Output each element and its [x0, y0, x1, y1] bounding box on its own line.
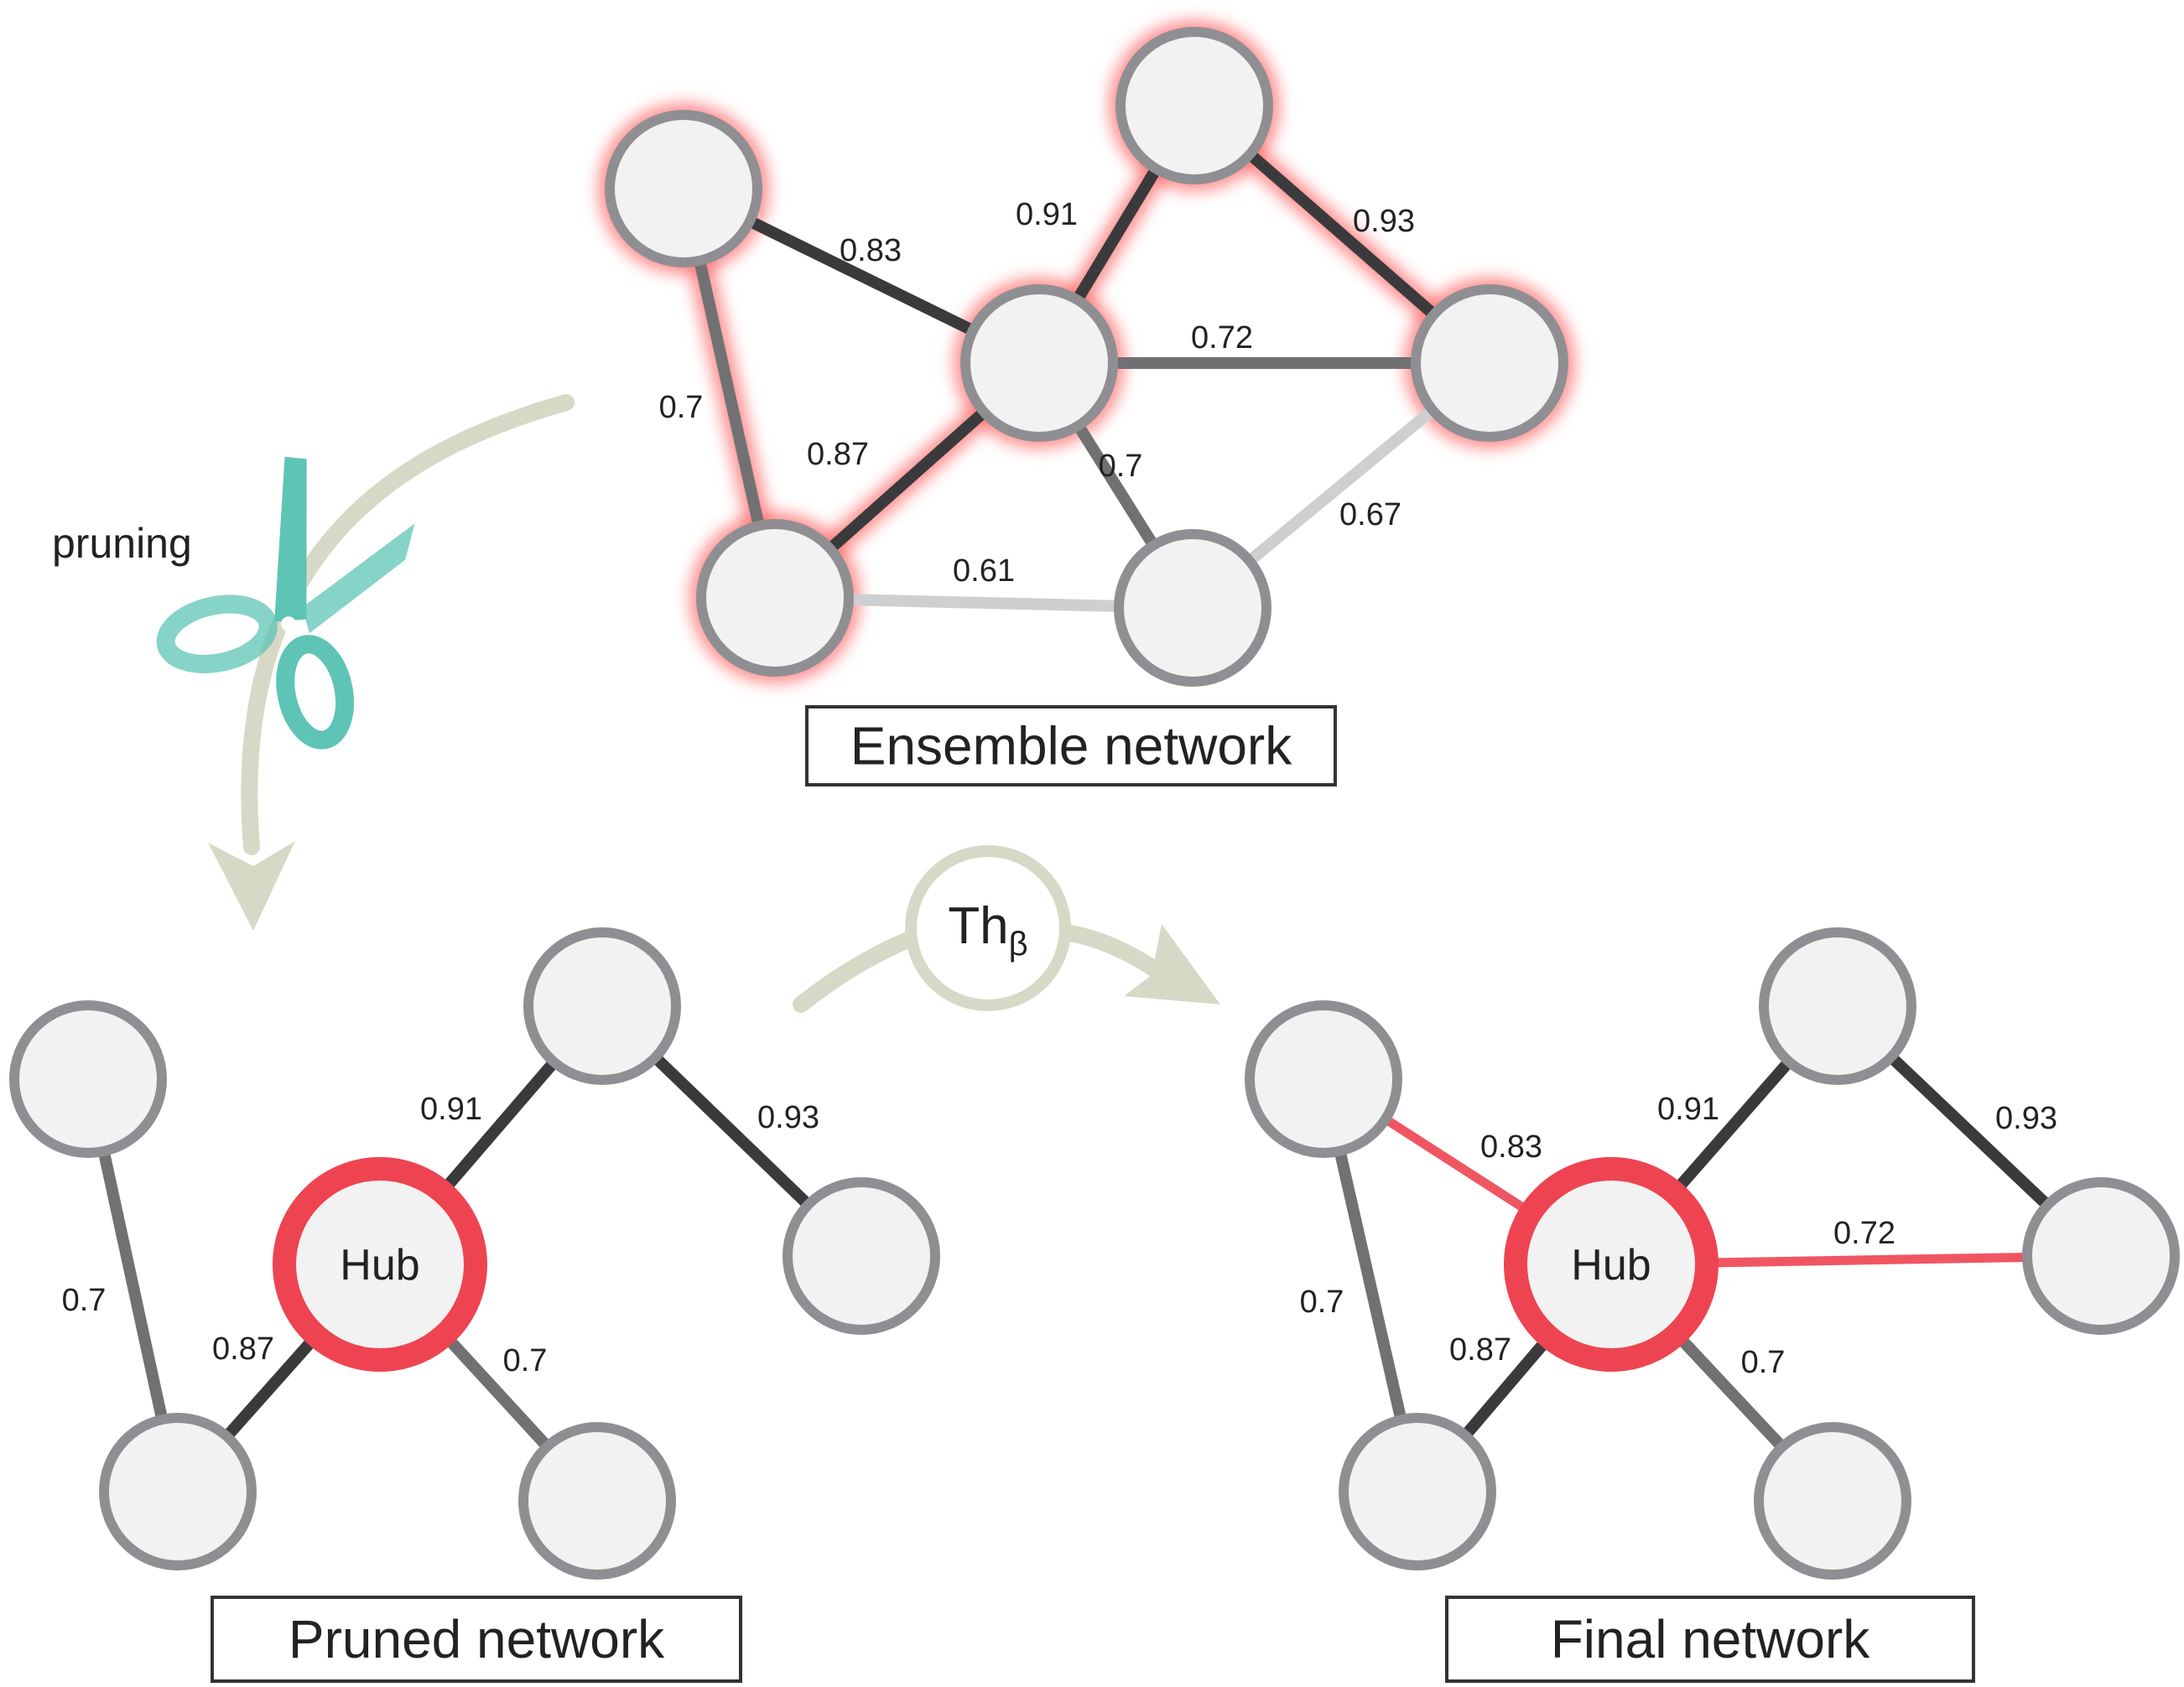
flow-arrows: [208, 394, 1220, 1013]
hub-label: Hub: [1571, 1241, 1651, 1290]
node: [783, 1177, 940, 1335]
edge-weight-label: 0.83: [840, 233, 902, 268]
threshold-arrow-icon: [793, 932, 914, 1013]
node: [1115, 27, 1273, 184]
edge-weight-label: 0.72: [1833, 1216, 1895, 1251]
pruning-arrow-head: [208, 841, 295, 931]
edge-weight-label: 0.61: [953, 553, 1015, 589]
node: [1339, 1413, 1496, 1570]
ensemble-caption-box: [805, 705, 1337, 786]
hub-node: [1504, 1157, 1719, 1372]
node: [1759, 927, 1916, 1085]
node: [960, 284, 1118, 442]
node: [523, 927, 681, 1085]
scissors-pivot: [281, 616, 297, 632]
pruned-caption: Pruned network: [289, 1609, 665, 1669]
edge-weight-label: 0.87: [212, 1331, 274, 1367]
scissors-blade-upper: [274, 456, 307, 622]
hub-label: Hub: [340, 1241, 419, 1290]
threshold-main: Th: [948, 897, 1008, 955]
node: [1245, 1000, 1402, 1158]
edge-weight-label: 0.7: [1099, 449, 1143, 484]
edge-weight-label: 0.87: [807, 437, 869, 472]
edge-weight-label: 0.91: [420, 1092, 482, 1127]
threshold-label: Thβ: [948, 897, 1027, 963]
edge-weight-label: 0.91: [1016, 197, 1078, 232]
node: [605, 110, 762, 267]
node: [1114, 529, 1271, 687]
final-caption: Final network: [1551, 1609, 1871, 1669]
edge-weight-label: 0.67: [1339, 497, 1401, 532]
edge-weight-label: 0.7: [1741, 1345, 1786, 1380]
threshold-sub: β: [1009, 926, 1028, 963]
pruned-caption-box: [211, 1596, 742, 1683]
edge-weight-label: 0.93: [1353, 204, 1415, 239]
edge-weight-label: 0.93: [757, 1100, 819, 1135]
edge-weight-label: 0.83: [1480, 1129, 1542, 1165]
edge-weight-label: 0.91: [1657, 1092, 1719, 1127]
edge-weight-label: 0.93: [1995, 1101, 2057, 1136]
scissors-handle-bottom: [276, 635, 355, 750]
node: [696, 519, 854, 677]
edge-weight-label: 0.72: [1191, 320, 1253, 356]
hub-node: [273, 1157, 487, 1372]
scissors-handle-left: [156, 594, 278, 673]
edge-weight-label: 0.7: [62, 1283, 107, 1318]
pruning-arrow-icon: [241, 394, 575, 855]
edge-weight-label: 0.87: [1449, 1332, 1511, 1368]
node: [518, 1422, 676, 1580]
node: [1411, 284, 1568, 442]
scissors-blade-lower: [302, 523, 415, 634]
threshold-circle: [905, 845, 1071, 1011]
scissors-icon: [156, 456, 415, 750]
threshold-arrow-head: [1124, 924, 1220, 1004]
ensemble-caption: Ensemble network: [850, 716, 1292, 776]
ensemble-network: 0.83 0.7 0.91 0.93 0.72 0.87 0.7 0.67 0.61Ensemb…: [598, 20, 1575, 786]
final-caption-box: [1445, 1596, 1975, 1683]
edge-weight-label: 0.7: [659, 390, 704, 425]
threshold-marker: Thβ: [905, 845, 1071, 1011]
node: [9, 1000, 167, 1158]
pruning-label: pruning: [52, 520, 192, 567]
node: [2022, 1177, 2180, 1335]
node: [99, 1413, 257, 1570]
edge-weight-label: 0.7: [503, 1343, 548, 1378]
threshold-arrow-tail: [1062, 925, 1166, 979]
node: [1754, 1422, 1911, 1580]
edge-weight-label: 0.7: [1300, 1285, 1344, 1320]
